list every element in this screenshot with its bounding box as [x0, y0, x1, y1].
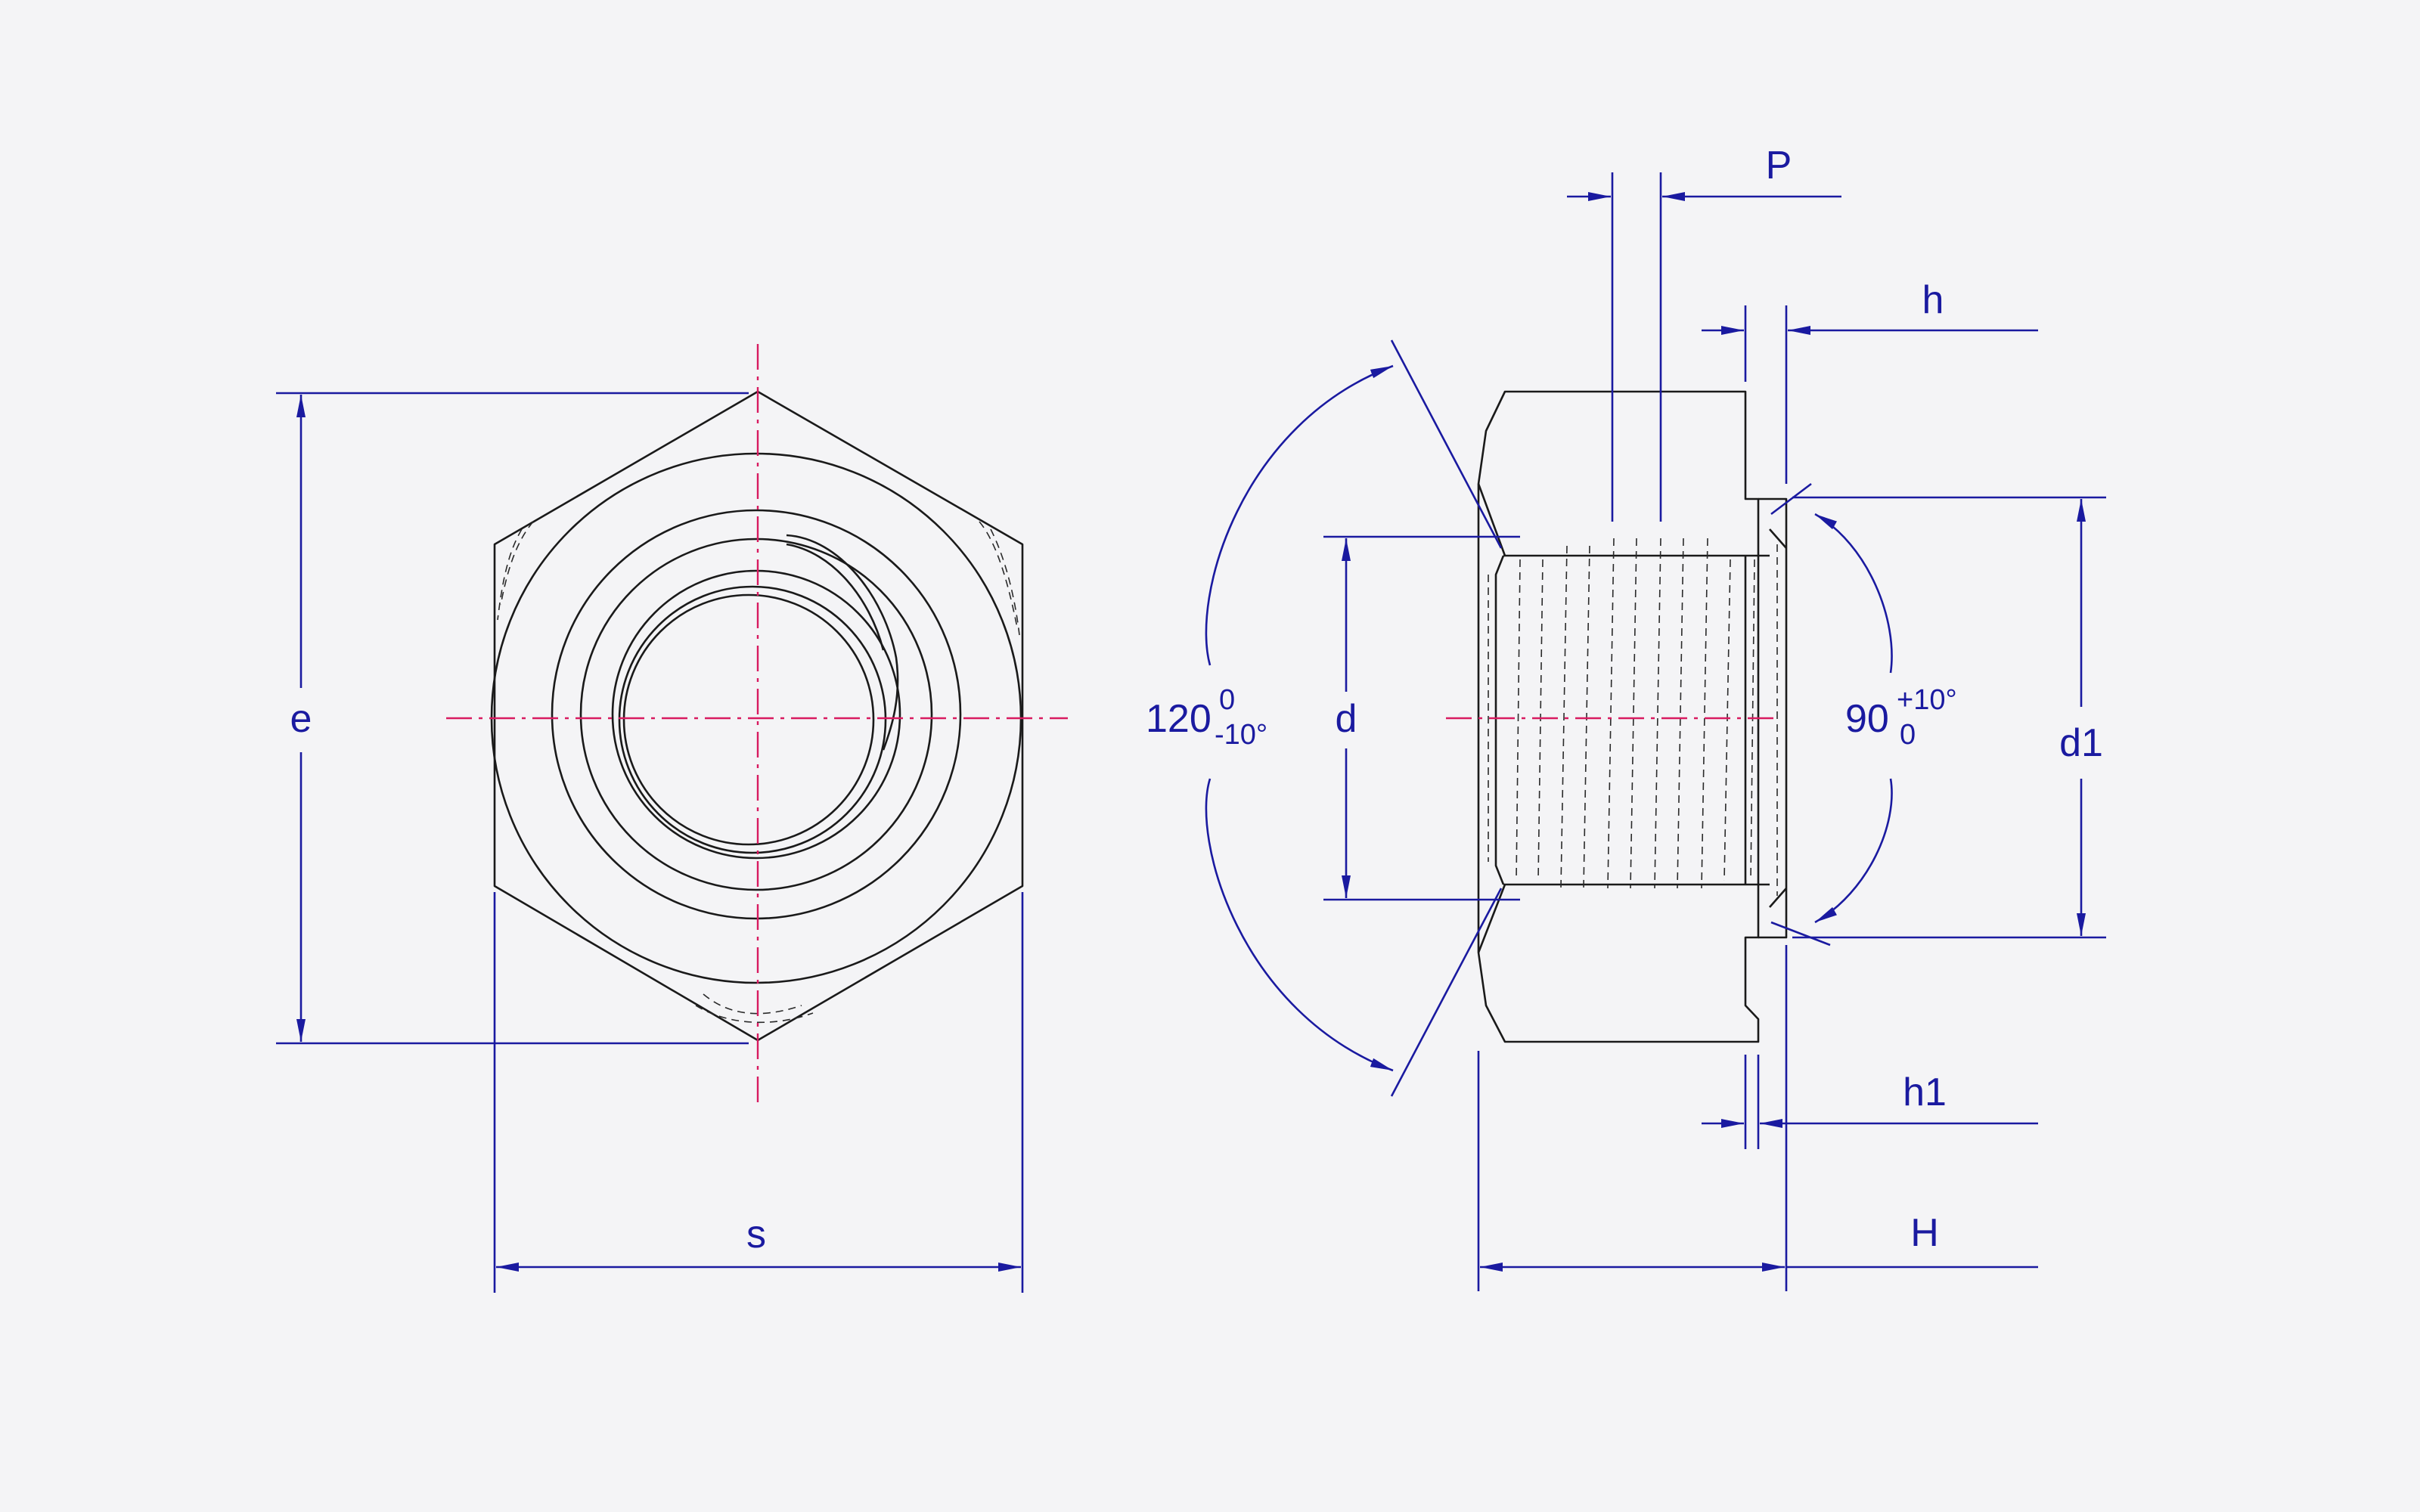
- label-e: e: [290, 697, 312, 741]
- front-view: [446, 344, 1068, 1104]
- label-angle-90: 90: [1845, 697, 1889, 741]
- dimension-d1: d1: [1792, 496, 2106, 939]
- dimension-H: H: [1477, 945, 2038, 1291]
- label-angle-120-lower: -10°: [1215, 719, 1267, 751]
- label-d1: d1: [2059, 721, 2103, 765]
- left-chamfer: [1494, 555, 1505, 885]
- label-angle-120-upper: 0: [1219, 684, 1235, 716]
- dimension-P: P: [1567, 144, 1841, 522]
- pilot-chamfer: [1769, 528, 1787, 908]
- side-view: [1446, 390, 1788, 1043]
- dimension-h: h: [1702, 278, 2038, 484]
- label-s: s: [746, 1213, 766, 1256]
- dimension-s: s: [493, 892, 1024, 1293]
- label-d: d: [1336, 697, 1357, 741]
- label-angle-90-lower: 0: [1900, 719, 1916, 751]
- dimension-d: d: [1323, 535, 1520, 901]
- thread-start-curve-2: [786, 543, 885, 651]
- dimension-e: e: [276, 392, 749, 1045]
- label-H: H: [1910, 1211, 1939, 1255]
- body-left-edge: [1477, 483, 1506, 953]
- label-h1: h1: [1903, 1070, 1947, 1114]
- dimension-angle-120: 120 0 -10°: [1146, 339, 1503, 1097]
- label-h: h: [1922, 278, 1944, 322]
- weld-projection-circle: [551, 509, 962, 920]
- dimension-angle-90: 90 +10° 0: [1770, 482, 1957, 947]
- label-angle-90-upper: +10°: [1897, 684, 1957, 716]
- pilot-outer-circle: [579, 538, 933, 891]
- thread-start-curve: [786, 534, 899, 751]
- bore-circle: [622, 593, 875, 846]
- nut-body-outline: [1477, 390, 1760, 1043]
- label-P: P: [1766, 144, 1792, 187]
- dimension-h1: h1: [1702, 1055, 2038, 1149]
- corner-hidden-lines: [497, 521, 1020, 1024]
- pilot-step-outline: [1758, 497, 1788, 939]
- thread-hidden-lines: [1488, 538, 1778, 896]
- label-angle-120: 120: [1146, 697, 1212, 741]
- pilot-inner-circle: [611, 569, 901, 860]
- thread-major-circle: [618, 585, 887, 854]
